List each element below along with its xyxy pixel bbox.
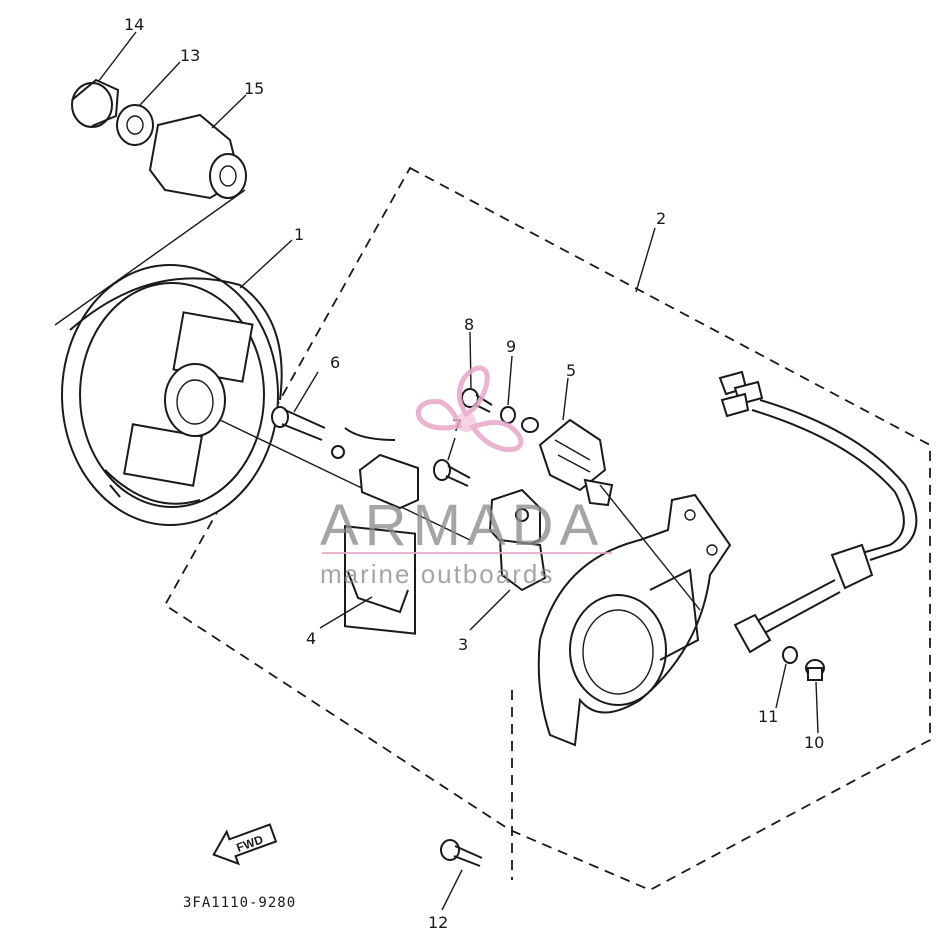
screw-part-12 — [440, 839, 483, 867]
flywheel-part — [61, 264, 283, 526]
washer-part-9 — [500, 406, 539, 433]
washer-part-11 — [782, 646, 798, 664]
bolt-part-6 — [219, 406, 471, 541]
callout-14: 14 — [124, 15, 144, 34]
screw-part-7 — [433, 459, 471, 487]
contact-part-5 — [538, 418, 614, 507]
watermark-brand: ARMADA — [320, 493, 604, 558]
callout-9: 9 — [506, 337, 516, 356]
fwd-arrow-icon: FWD — [212, 823, 278, 866]
assembly-outline — [163, 166, 931, 891]
callout-2: 2 — [656, 209, 666, 228]
propeller-icon — [415, 365, 524, 452]
callout-11: 11 — [758, 707, 778, 726]
callout-8: 8 — [464, 315, 474, 334]
callout-12: 12 — [428, 913, 448, 932]
callout-3: 3 — [458, 635, 468, 654]
diagram-code: 3FA1110-9280 — [183, 895, 296, 911]
callout-4: 4 — [306, 629, 316, 648]
callout-1: 1 — [294, 225, 304, 244]
lead-wire-cable — [718, 370, 918, 654]
callout-6: 6 — [330, 353, 340, 372]
callout-15: 15 — [244, 79, 264, 98]
leader-lines — [97, 31, 819, 911]
callout-10: 10 — [804, 733, 824, 752]
stator-base-plate — [537, 484, 732, 747]
watermark-tagline: marine outboards — [320, 559, 554, 589]
screw-part-10 — [805, 659, 825, 681]
callout-13: 13 — [180, 46, 200, 65]
collar-group — [54, 78, 247, 326]
callout-5: 5 — [566, 361, 576, 380]
watermark: ARMADA marine outboards — [320, 365, 612, 589]
